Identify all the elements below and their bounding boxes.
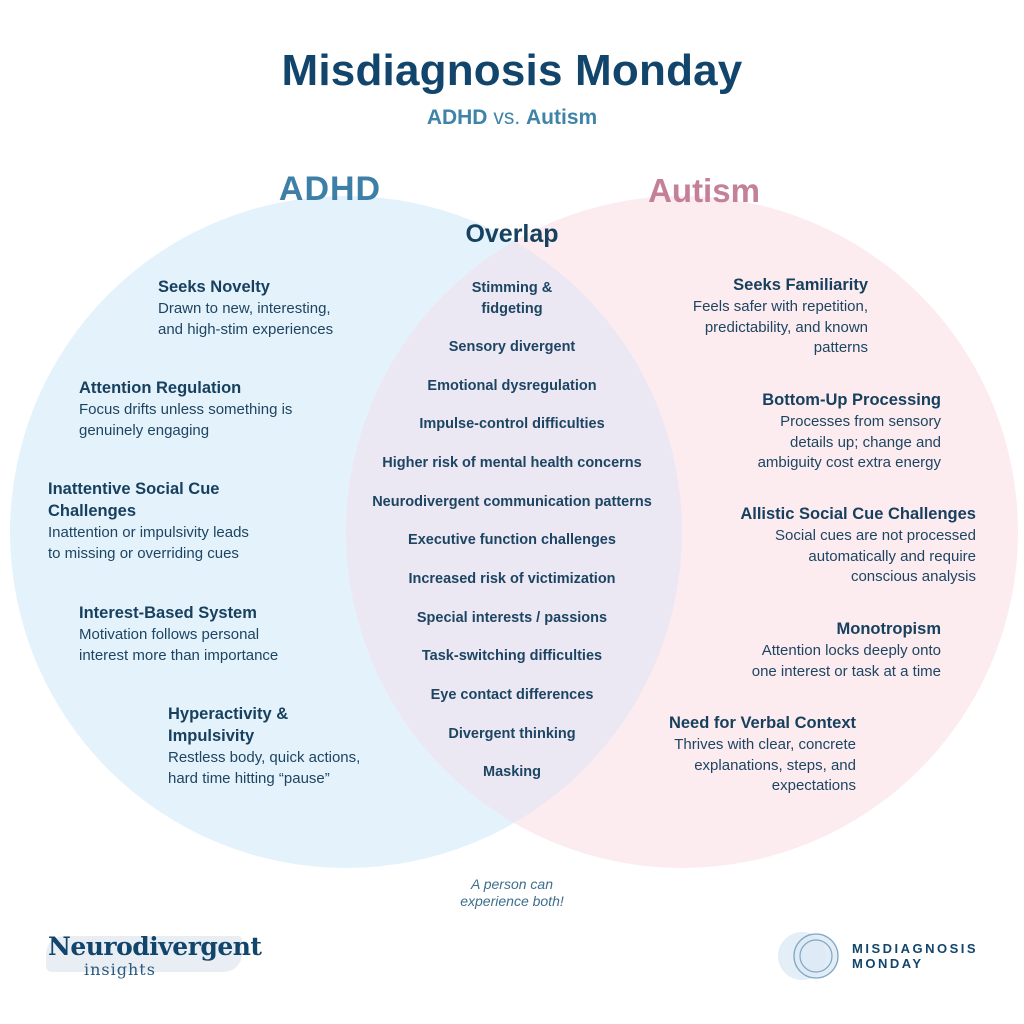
subtitle-autism: Autism	[526, 106, 598, 129]
logo-text: MISDIAGNOSIS MONDAY	[852, 941, 979, 971]
autism-item: Monotropism Attention locks deeply onto …	[691, 618, 941, 682]
overlap-item: Emotional dysregulation	[427, 378, 597, 394]
item-description: Drawn to new, interesting, and high-stim…	[158, 300, 334, 338]
item-heading: Allistic Social Cue Challenges	[740, 505, 976, 523]
adhd-circle-label: ADHD	[278, 170, 382, 208]
overlap-region	[346, 196, 682, 868]
adhd-item: Interest-Based System Motivation follows…	[79, 602, 349, 666]
autism-item: Need for Verbal Context Thrives with cle…	[616, 712, 856, 797]
misdiagnosis-monday-logo: MISDIAGNOSIS MONDAY	[776, 930, 986, 982]
item-description: Restless body, quick actions, hard time …	[168, 749, 361, 787]
item-heading: Need for Verbal Context	[668, 714, 856, 732]
autism-circle-label: Autism	[648, 172, 760, 209]
overlap-item: Divergent thinking	[448, 726, 576, 742]
logo-wordmark-line1: Neurodivergent	[48, 932, 262, 961]
autism-item: Bottom-Up Processing Processes from sens…	[701, 389, 941, 474]
overlap-label: Overlap	[465, 220, 559, 248]
subtitle-vs: vs.	[487, 106, 526, 129]
overlap-item: Task-switching difficulties	[421, 648, 603, 664]
item-heading: Inattentive Social Cue Challenges	[48, 480, 220, 520]
overlap-item: Impulse-control difficulties	[419, 416, 605, 432]
logo-brush-stroke	[46, 936, 242, 972]
adhd-item: Hyperactivity & Impulsivity Restless bod…	[168, 703, 408, 789]
item-description: Thrives with clear, concrete explanation…	[674, 736, 856, 794]
subtitle-adhd: ADHD	[426, 106, 488, 129]
overlap-item: Executive function challenges	[408, 532, 616, 548]
overlap-item: Higher risk of mental health concerns	[382, 455, 642, 471]
adhd-item: Attention Regulation Focus drifts unless…	[79, 377, 349, 441]
item-heading: Seeks Novelty	[158, 278, 270, 296]
item-description: Feels safer with repetition, predictabil…	[692, 298, 868, 356]
overlap-item: Increased risk of victimization	[408, 571, 616, 587]
item-description: Attention locks deeply onto one interest…	[751, 642, 941, 680]
overlap-item: Eye contact differences	[430, 687, 594, 703]
logo-wordmark-line2: insights	[84, 960, 156, 979]
overlap-item: Stimming & fidgeting	[471, 280, 553, 317]
page-subtitle: ADHD vs. Autism	[0, 106, 1024, 130]
item-description: Motivation follows personal interest mor…	[79, 626, 279, 664]
neurodivergent-insights-logo: Neurodivergent insights	[46, 930, 262, 980]
adhd-item: Inattentive Social Cue Challenges Inatte…	[48, 478, 328, 564]
overlap-item: Sensory divergent	[448, 339, 576, 355]
overlap-item: Masking	[482, 764, 541, 780]
item-heading: Bottom-Up Processing	[762, 391, 941, 409]
footnote: A person can experience both!	[460, 876, 564, 909]
item-heading: Hyperactivity & Impulsivity	[168, 705, 289, 745]
autism-item: Seeks Familiarity Feels safer with repet…	[628, 274, 868, 359]
item-description: Processes from sensory details up; chang…	[757, 413, 941, 471]
logo-circles-icon	[778, 932, 839, 980]
item-heading: Seeks Familiarity	[733, 276, 868, 294]
item-description: Inattention or impulsivity leads to miss…	[48, 524, 249, 562]
item-description: Social cues are not processed automatica…	[775, 527, 976, 585]
adhd-item: Seeks Novelty Drawn to new, interesting,…	[158, 276, 398, 340]
overlap-item: Neurodivergent communication patterns	[372, 494, 652, 510]
item-heading: Attention Regulation	[79, 379, 242, 397]
autism-item: Allistic Social Cue Challenges Social cu…	[686, 503, 976, 588]
item-description: Focus drifts unless something is genuine…	[79, 401, 293, 439]
item-heading: Monotropism	[836, 620, 942, 638]
item-heading: Interest-Based System	[79, 604, 257, 622]
page-title: Misdiagnosis Monday	[281, 46, 743, 95]
overlap-item: Special interests / passions	[416, 610, 608, 626]
